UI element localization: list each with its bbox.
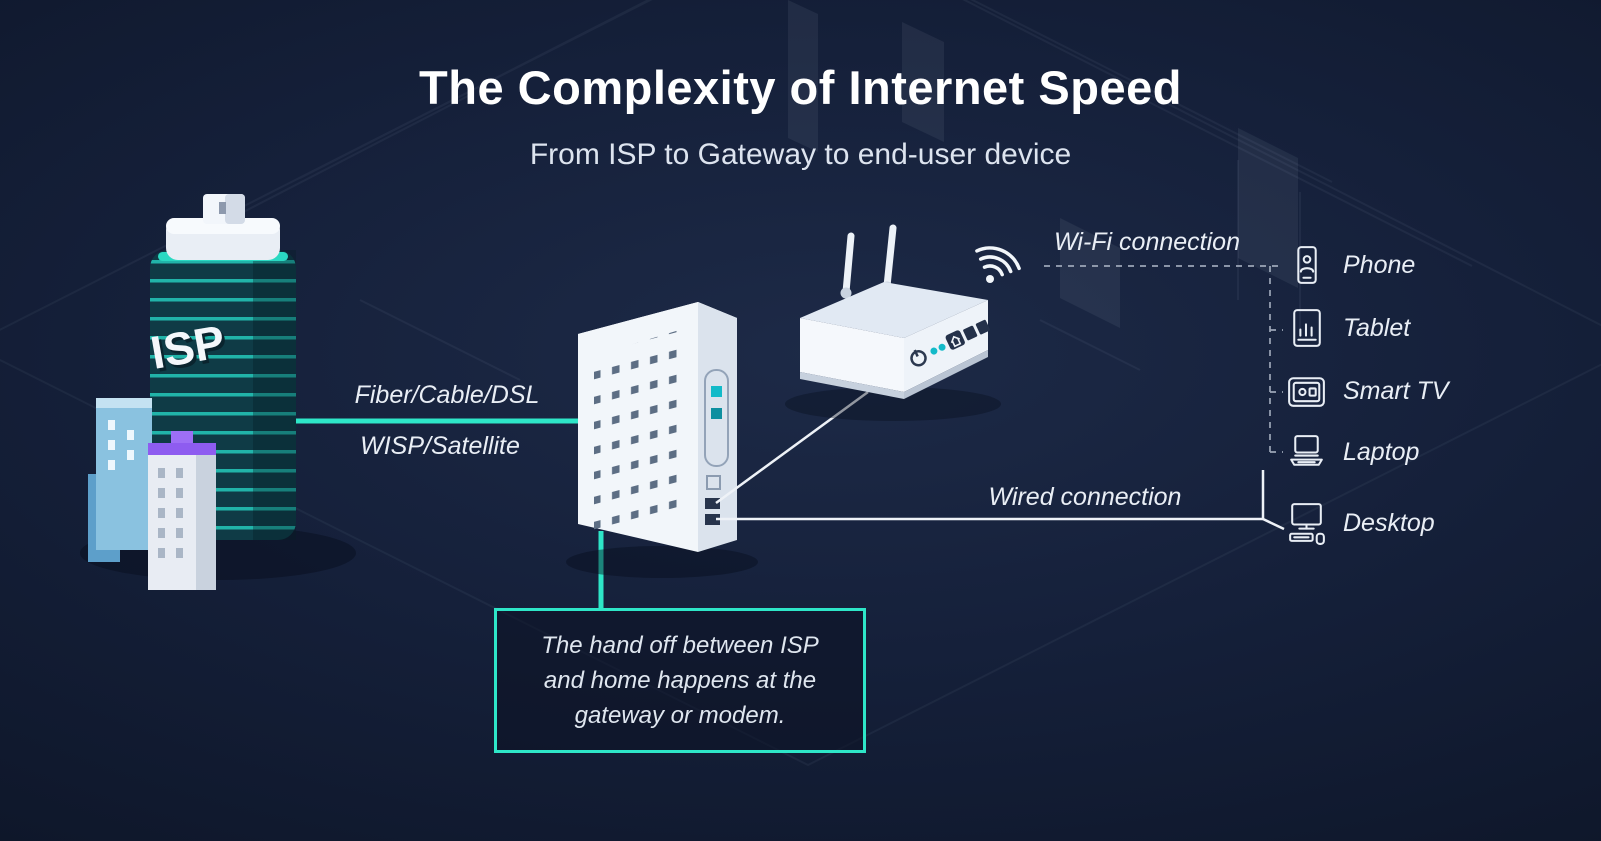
wired-connection-label: Wired connection [988, 483, 1182, 511]
router-antenna [883, 224, 897, 290]
router-front-panel [910, 319, 990, 367]
router-antenna [842, 232, 855, 296]
callout-line: gateway or modem. [574, 702, 786, 729]
page-title: The Complexity of Internet Speed [419, 61, 1182, 114]
callout-box: The hand off between ISP and home happen… [494, 608, 866, 753]
fiber-label: Fiber/Cable/DSL [354, 381, 540, 409]
tablet-icon [1293, 309, 1321, 347]
device-label: Laptop [1343, 438, 1420, 466]
device-label: Phone [1343, 251, 1416, 279]
page-subtitle: From ISP to Gateway to end-user device [529, 138, 1072, 171]
wired-line [716, 470, 1285, 531]
smart-tv-icon [1288, 377, 1325, 407]
desktop-icon [1289, 503, 1325, 545]
device-item-phone: Phone [1283, 242, 1415, 289]
router [785, 224, 1001, 421]
callout-line: and home happens at the [543, 667, 817, 694]
router-modem-cable [715, 390, 869, 505]
modem-vents [594, 328, 686, 532]
satellite-label: WISP/Satellite [360, 432, 520, 460]
wifi-connection-label: Wi-Fi connection [1054, 228, 1240, 256]
modem-ports [704, 369, 729, 525]
wifi-signal-icon [975, 246, 1021, 283]
callout-line: The hand off between ISP [541, 632, 819, 659]
device-label: Smart TV [1343, 377, 1449, 405]
device-item-laptop: Laptop [1283, 429, 1419, 476]
device-item-desktop: Desktop [1283, 500, 1435, 547]
device-label: Desktop [1343, 509, 1435, 537]
device-label: Tablet [1343, 314, 1411, 342]
phone-icon [1297, 246, 1317, 284]
laptop-icon [1290, 435, 1323, 466]
wifi-dashed-line [1044, 265, 1283, 453]
isp-label: ISP [147, 315, 229, 379]
isp-building: ISP ISP [80, 194, 356, 590]
device-item-smart-tv: Smart TV [1283, 368, 1449, 415]
background-walls [788, 0, 1298, 328]
device-item-tablet: Tablet [1283, 305, 1410, 352]
small-buildings [88, 398, 216, 590]
modem [566, 302, 758, 578]
isp-label-shadow: ISP [150, 318, 232, 382]
